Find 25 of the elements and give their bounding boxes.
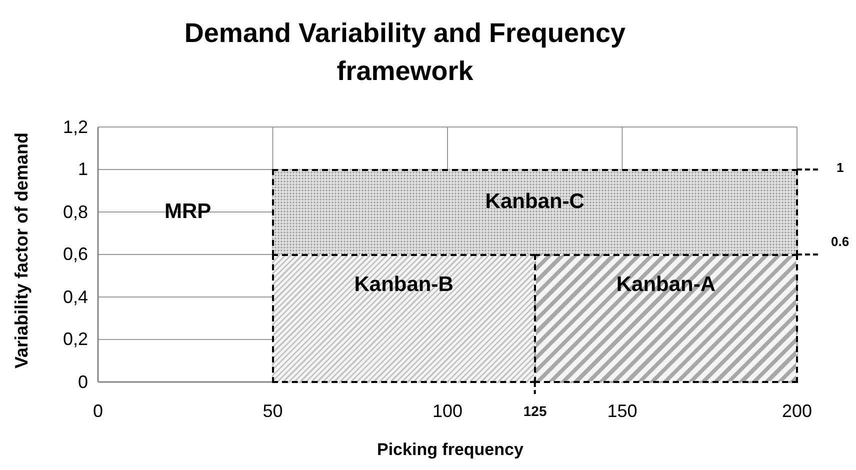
shaded-region [272,168,798,256]
tick-label: 200 [782,400,812,422]
tick-label: 150 [607,400,638,422]
tick-label: 0,2 [63,329,88,350]
tick-label: 1,2 [63,116,88,138]
region-label: Kanban-C [485,188,584,214]
tick-label: 0 [93,400,104,422]
axis-title: Picking frequency [377,440,524,460]
axis-title: Variability factor of demand [12,132,33,368]
threshold-label: 0.6 [831,234,850,249]
tick-label: 0,8 [63,202,88,222]
tick-label: 0,6 [63,244,88,265]
tick-label: 100 [432,400,463,422]
region-label: Kanban-B [354,272,454,298]
tick-label: 0 [78,372,88,392]
shaded-region [534,254,798,383]
threshold-label: 125 [523,403,547,419]
threshold-label: 1 [836,160,844,175]
chart-title: Demand Variability and Frequency framework [183,17,627,88]
tick-label: 1 [78,159,88,180]
region-label: MRP [164,200,212,224]
tick-label: 0,4 [63,286,88,308]
shaded-region [272,254,536,383]
region-label: Kanban-A [616,272,716,298]
tick-label: 50 [262,400,283,422]
